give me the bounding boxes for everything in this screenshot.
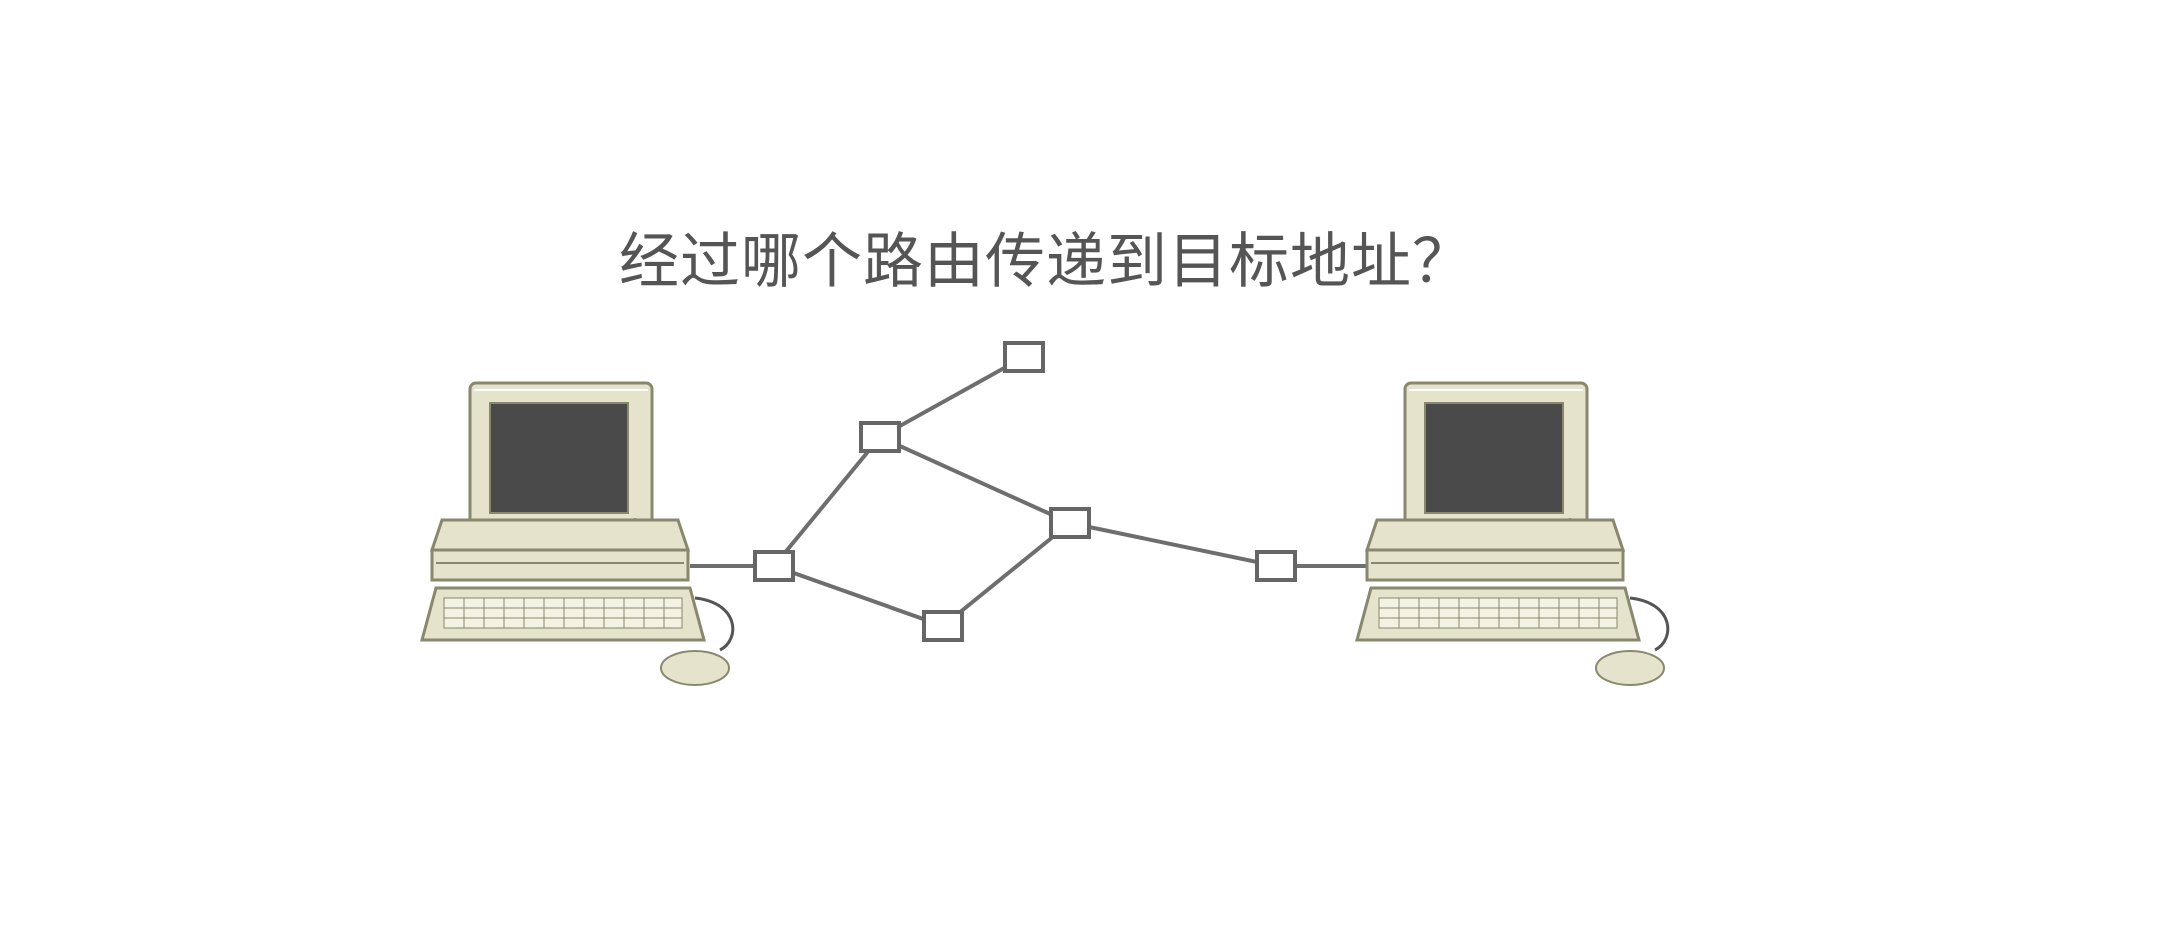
diagram-question: 经过哪个路由传递到目标地址？ [619, 227, 1473, 297]
link-r-entry-r-upper [772, 435, 882, 568]
link-r-entry-r-lower [773, 564, 944, 628]
source-computer-icon [420, 381, 735, 686]
router-node-r-exit [1255, 550, 1297, 582]
router-node-r-entry [753, 550, 795, 582]
network-links [690, 355, 1372, 628]
link-r-middle-r-exit [1069, 521, 1277, 568]
router-node-r-upper [859, 421, 901, 453]
destination-computer-icon [1355, 381, 1670, 686]
router-node-r-lower [922, 610, 964, 642]
router-node-r-top [1003, 341, 1045, 373]
link-r-upper-r-top [879, 355, 1025, 439]
routers [753, 341, 1297, 642]
link-r-lower-r-middle [941, 521, 1072, 628]
link-r-upper-r-middle [879, 435, 1071, 525]
router-node-r-middle [1049, 507, 1091, 539]
